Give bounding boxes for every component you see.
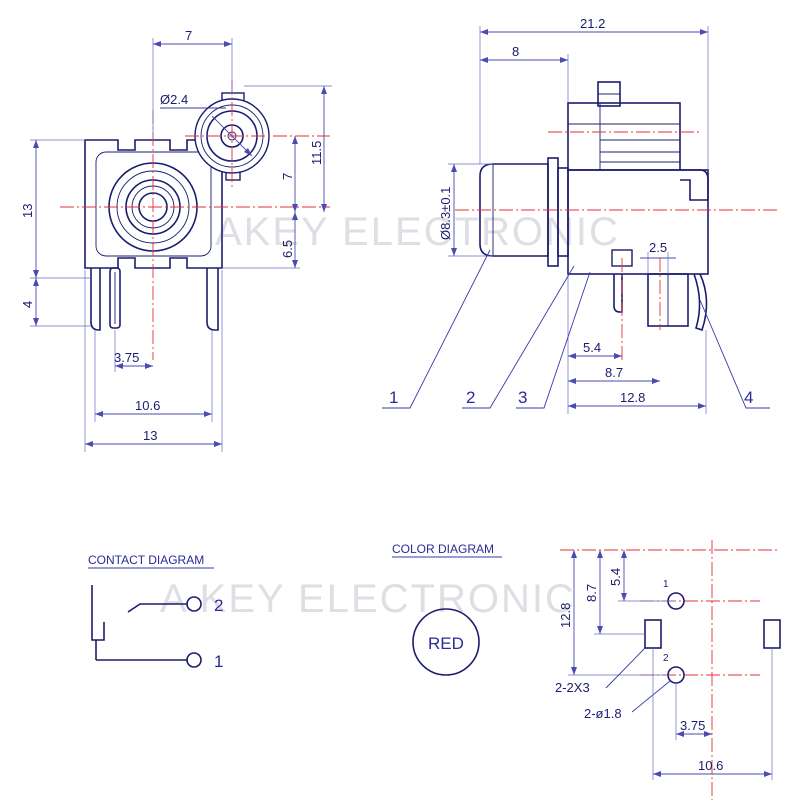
- callout-1: 1: [389, 388, 398, 407]
- pcb-layout: 1 2 5.4 8.7 12.8 2-2X3 2-ø1.8 3.75: [555, 540, 781, 800]
- dim-pin-length: 4: [20, 301, 35, 308]
- dim-hole-offset: 7: [185, 28, 192, 43]
- dim-body-height: 13: [20, 204, 35, 218]
- contact-terminal-2: [186, 596, 202, 612]
- callout-2: 2: [466, 388, 475, 407]
- side-top-block: [567, 102, 681, 171]
- contact-pin-2-label: 2: [214, 596, 223, 615]
- callout-leader-3: [516, 271, 591, 409]
- dim-d1: 5.4: [583, 340, 601, 355]
- front-view: 7 Ø2.4 11.5 7 6.5 13 4: [20, 28, 332, 452]
- color-diagram: COLOR DIAGRAM RED: [392, 542, 502, 676]
- dim-diameter: Ø8.3±0.1: [438, 187, 453, 240]
- dim-height-mid: 7: [280, 173, 295, 180]
- dim-pin-width: 2.5: [649, 240, 667, 255]
- contact-symbol: [91, 585, 105, 641]
- contact-terminal-1: [186, 652, 202, 668]
- dim-pin-span: 10.6: [135, 398, 160, 413]
- front-pin-left: [90, 268, 101, 331]
- pcb-dim-gap: 3.75: [680, 718, 705, 733]
- pcb-slot-spec: 2-2X3: [555, 680, 590, 695]
- color-swatch: [412, 608, 480, 676]
- contact-spring: [127, 603, 188, 613]
- pcb-pin-1-label: 1: [663, 579, 669, 590]
- callout-leader-1: [382, 249, 491, 409]
- callout-leader-4: [699, 299, 770, 409]
- callout-3: 3: [518, 388, 527, 407]
- dim-total-length: 21.2: [580, 16, 605, 31]
- dim-d2: 8.7: [605, 365, 623, 380]
- dim-height-top: 11.5: [309, 141, 324, 165]
- callout-leader-2: [462, 265, 575, 409]
- dim-d3: 12.8: [620, 390, 645, 405]
- pcb-pin-2-label: 2: [663, 653, 669, 664]
- contact-diagram-title: CONTACT DIAGRAM: [88, 553, 204, 567]
- dim-height-low: 6.5: [280, 240, 295, 258]
- contact-pin-1-label: 1: [214, 652, 223, 671]
- dim-pin-gap: 3.75: [114, 350, 139, 365]
- side-pin-1-leg: [613, 274, 623, 313]
- front-body-outline: [84, 139, 223, 269]
- watermark-text-lower: A KEY ELECTRONIC: [160, 577, 576, 621]
- pcb-dim-d1: 5.4: [608, 568, 623, 586]
- dim-body-width: 13: [143, 428, 157, 443]
- pcb-dim-d3: 12.8: [558, 603, 573, 628]
- pcb-slot-left: [644, 619, 662, 649]
- pcb-dim-d2: 8.7: [584, 584, 599, 602]
- side-spring: [680, 169, 709, 201]
- front-body-inner: [95, 151, 212, 257]
- dim-hole-dia: Ø2.4: [160, 92, 188, 107]
- dim-front-length: 8: [512, 44, 519, 59]
- callout-4: 4: [744, 388, 753, 407]
- pcb-slot-right: [763, 619, 781, 649]
- side-view: 21.2 8 Ø8.3±0.1 2.5 5.4 8.7: [382, 16, 780, 414]
- side-pin-3: [693, 273, 708, 332]
- watermark-text: AKEY ELECTRONIC: [215, 210, 620, 254]
- contact-diagram: CONTACT DIAGRAM 2 1: [88, 553, 223, 671]
- pcb-hole-spec: 2-ø1.8: [584, 706, 622, 721]
- front-pin-center: [109, 267, 121, 329]
- front-pin-right: [206, 268, 219, 331]
- color-label: RED: [428, 634, 464, 653]
- color-diagram-title: COLOR DIAGRAM: [392, 542, 494, 556]
- pcb-dim-span: 10.6: [698, 758, 723, 773]
